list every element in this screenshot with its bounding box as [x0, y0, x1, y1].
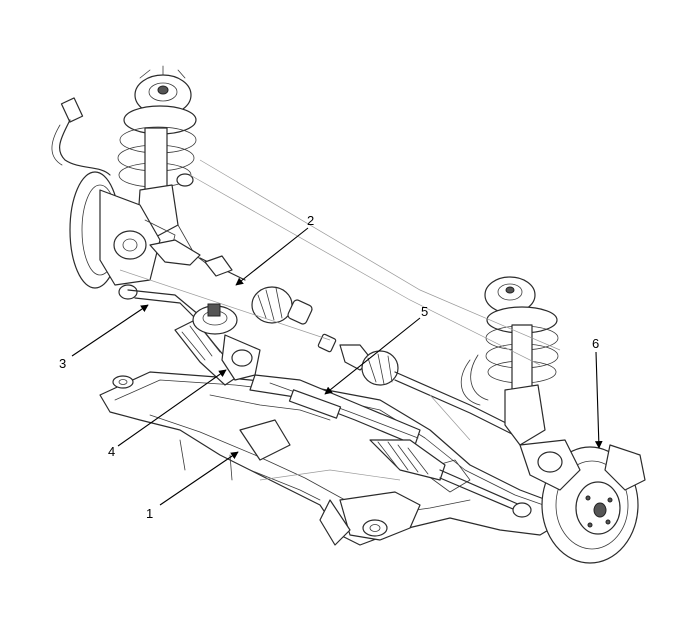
callout-3: 3 — [59, 356, 66, 371]
right-brake-disc — [519, 439, 646, 564]
right-drive-shaft — [317, 333, 521, 439]
leader-3 — [71, 304, 149, 357]
callout-1: 1 — [146, 506, 153, 521]
left-sensor-wire — [51, 97, 111, 176]
callout-6: 6 — [592, 336, 599, 351]
leader-6 — [594, 351, 603, 449]
left-drive-shaft — [149, 239, 313, 325]
steering-gear-housing — [174, 303, 261, 386]
callout-2: 2 — [307, 213, 314, 228]
callout-labels: 1 2 3 4 5 6 — [59, 213, 599, 521]
leader-1 — [159, 451, 239, 506]
subframe-crossmember — [99, 371, 566, 546]
leader-5 — [324, 317, 421, 395]
callout-4: 4 — [108, 444, 115, 459]
callout-leaders — [71, 227, 603, 506]
callout-5: 5 — [421, 304, 428, 319]
leader-2 — [235, 227, 309, 286]
right-strut-assembly — [461, 276, 559, 446]
left-strut-assembly — [117, 65, 216, 271]
steering-rack — [249, 374, 532, 518]
leader-4 — [117, 369, 227, 447]
left-brake-hub — [69, 171, 176, 289]
background-linework — [119, 159, 561, 481]
